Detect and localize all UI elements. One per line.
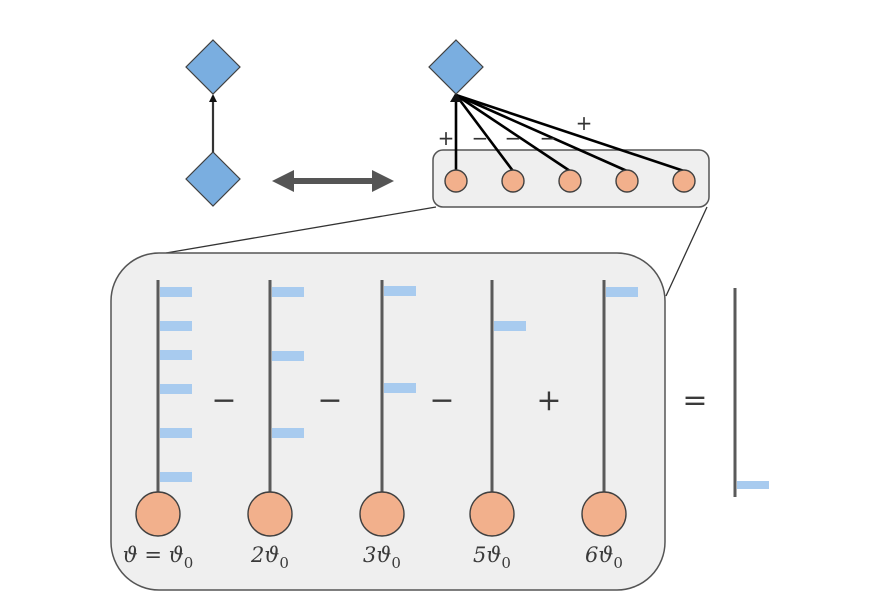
column-node xyxy=(469,491,515,537)
basis-column: 3ϑ0 xyxy=(359,280,416,572)
minus-operator: − xyxy=(211,383,236,418)
plus-operator: + xyxy=(536,383,561,418)
left-graph xyxy=(185,39,241,207)
column-node xyxy=(359,491,405,537)
basis-column: 5ϑ0 xyxy=(469,280,526,572)
edge-sign: − xyxy=(472,126,489,150)
diamond-node-bottom xyxy=(185,151,241,207)
column-label: ϑ = ϑ0 xyxy=(123,543,194,572)
basis-column: 6ϑ0 xyxy=(581,280,638,572)
spectrum-bar xyxy=(160,384,192,394)
spectrum-bar xyxy=(384,286,416,296)
spectrum-bar xyxy=(160,350,192,360)
spectrum-bar xyxy=(606,287,638,297)
zoom-line-left xyxy=(165,206,437,254)
spectrum-bar xyxy=(384,383,416,393)
diamond-node-top xyxy=(185,39,241,95)
column-label: 6ϑ0 xyxy=(585,543,623,572)
column-label: 3ϑ0 xyxy=(363,543,401,572)
basis-column: ϑ = ϑ0 xyxy=(123,280,194,572)
source-edge xyxy=(455,93,571,173)
spectrum-bar xyxy=(160,472,192,482)
source-edge xyxy=(455,93,628,173)
expansion-box xyxy=(110,252,666,591)
edge-sign: + xyxy=(576,111,593,135)
minus-operator: − xyxy=(429,383,454,418)
equivalence-arrow xyxy=(272,170,394,192)
source-edge xyxy=(454,94,515,172)
right-graph: +−−−+ xyxy=(428,39,710,208)
spectrum-bar xyxy=(272,351,304,361)
equals-sign: = xyxy=(682,383,707,418)
column-label: 5ϑ0 xyxy=(473,543,511,572)
result-column xyxy=(733,288,769,497)
source-node xyxy=(615,169,639,193)
column-node xyxy=(581,491,627,537)
result-bar xyxy=(737,481,769,489)
edge-sign: − xyxy=(540,126,557,150)
spectrum-bar xyxy=(494,321,526,331)
column-node xyxy=(247,491,293,537)
source-edge xyxy=(455,93,685,173)
column-label: 2ϑ0 xyxy=(250,543,289,572)
basis-column: 2ϑ0 xyxy=(247,280,304,572)
spectrum-bar xyxy=(160,321,192,331)
spectrum-bar xyxy=(272,428,304,438)
source-node xyxy=(558,169,582,193)
column-node xyxy=(135,491,181,537)
zoom-line-right xyxy=(665,206,708,297)
edge-arrowhead xyxy=(450,92,462,102)
spectrum-bar xyxy=(272,287,304,297)
spectrum-bar xyxy=(160,287,192,297)
source-node xyxy=(501,169,525,193)
edge-sign: + xyxy=(438,126,455,150)
spectrum-bar xyxy=(160,428,192,438)
minus-operator: − xyxy=(317,383,342,418)
source-node xyxy=(444,169,468,193)
source-node xyxy=(672,169,696,193)
diamond-node-target xyxy=(428,39,484,95)
edge-sign: − xyxy=(505,126,522,150)
